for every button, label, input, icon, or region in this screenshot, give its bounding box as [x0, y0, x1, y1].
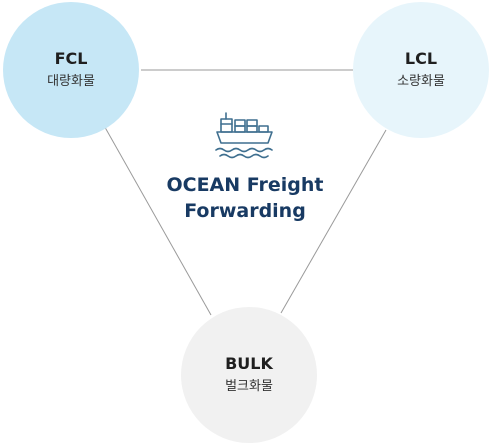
bulk-sublabel: 벌크화물 — [225, 379, 273, 394]
bulk-label: BULK — [225, 354, 273, 373]
cargo-ship-icon — [215, 112, 273, 159]
fcl-sublabel: 대량화물 — [47, 74, 95, 89]
center-title-block: OCEAN Freight Forwarding — [145, 110, 345, 224]
center-title: OCEAN Freight Forwarding — [145, 172, 345, 224]
connector-lcl-bulk — [280, 129, 387, 314]
fcl-label: FCL — [54, 49, 88, 68]
connector-fcl-bulk — [101, 121, 212, 316]
center-title-line2: Forwarding — [184, 200, 306, 222]
bulk-node: BULK 벌크화물 — [181, 307, 317, 443]
center-title-line1: OCEAN Freight — [166, 174, 324, 196]
lcl-node: LCL 소량화물 — [353, 2, 489, 138]
lcl-sublabel: 소량화물 — [397, 74, 445, 89]
lcl-label: LCL — [404, 49, 438, 68]
fcl-node: FCL 대량화물 — [3, 2, 139, 138]
